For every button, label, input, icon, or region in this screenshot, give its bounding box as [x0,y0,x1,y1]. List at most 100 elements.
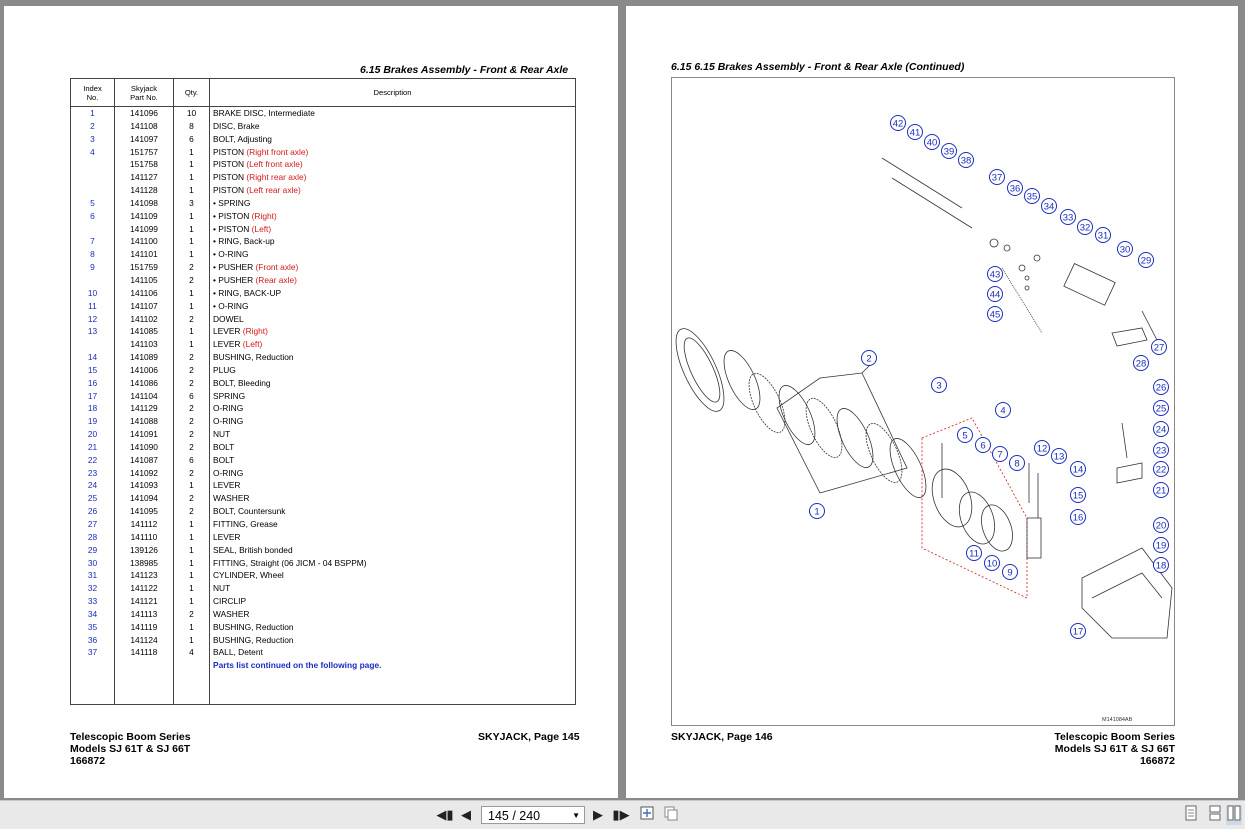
callout-label: 41 [910,127,921,138]
callout-12: 12 [1034,440,1050,456]
page-number-select[interactable]: 145 / 240 ▼ [481,806,585,824]
callout-label: 39 [944,146,955,157]
description-cell: PISTON (Right front axle) [209,145,576,159]
callout-34: 34 [1041,198,1057,214]
continuous-view-icon[interactable] [1207,805,1223,825]
callout-label: 14 [1073,464,1084,475]
callout-label: 22 [1156,464,1167,475]
callout-6: 6 [975,437,991,453]
callout-15: 15 [1070,487,1086,503]
callout-32: 32 [1077,219,1093,235]
two-page-view-icon[interactable] [1226,805,1242,825]
qty-cell: 2 [173,363,210,377]
callout-label: 12 [1037,443,1048,454]
empty-cell [114,659,174,673]
part-number-cell: 151758 [114,158,174,172]
qty-cell: 1 [173,235,210,249]
first-page-icon[interactable]: ◀▮ [436,807,454,822]
index-cell: 15 [70,363,115,377]
empty-cell [70,672,115,706]
right-page: 6.15 6.15 Brakes Assembly - Front & Rear… [626,6,1238,798]
next-page-icon[interactable]: ▶ [593,807,603,822]
description-cell: • RING, BACK-UP [209,286,576,300]
description-cell: NUT [209,582,576,596]
index-cell: 19 [70,415,115,429]
part-number-cell: 141113 [114,607,174,621]
table-row: Parts list continued on the following pa… [70,659,576,673]
callout-5: 5 [957,427,973,443]
qty-cell: 1 [173,325,210,339]
description-cell: • PUSHER (Rear axle) [209,273,576,287]
callout-label: 5 [962,430,967,441]
last-page-icon[interactable]: ▮▶ [612,807,630,822]
callout-label: 42 [893,118,904,129]
index-cell: 36 [70,633,115,647]
qty-cell: 2 [173,492,210,506]
index-cell: 20 [70,428,115,441]
callout-label: 9 [1007,567,1012,578]
part-number-cell: 141119 [114,620,174,634]
chevron-down-icon: ▼ [572,811,580,820]
fit-width-icon[interactable] [662,805,680,825]
empty-cell [209,672,576,706]
callout-14: 14 [1070,461,1086,477]
callout-label: 20 [1156,520,1167,531]
callout-10: 10 [984,555,1000,571]
footer-title-2: Models SJ 61T & SJ 66T [70,743,191,755]
qty-cell: 1 [173,582,210,596]
part-number-cell: 139126 [114,543,174,557]
callout-label: 21 [1156,485,1167,496]
qty-cell: 1 [173,556,210,570]
description-cell: DOWEL [209,312,576,326]
index-cell [70,184,115,197]
callout-label: 38 [961,155,972,166]
qty-cell: 2 [173,273,210,287]
qty-cell: 1 [173,222,210,236]
part-number-cell: 141107 [114,299,174,313]
previous-page-icon[interactable]: ◀ [461,807,471,822]
part-number-cell: 141122 [114,582,174,596]
description-note: (Right rear axle) [244,172,307,183]
description-cell: O-RING [209,402,576,416]
qty-cell: 1 [173,248,210,262]
empty-cell [173,672,210,706]
callout-label: 32 [1080,222,1091,233]
callout-18: 18 [1153,557,1169,573]
description-cell: PISTON (Left rear axle) [209,184,576,197]
index-cell: 10 [70,286,115,300]
footer-title-2: Models SJ 61T & SJ 66T [1054,743,1175,755]
callout-label: 23 [1156,445,1167,456]
part-number-cell: 141101 [114,248,174,262]
description-cell: • PISTON (Left) [209,222,576,236]
part-number-cell: 141112 [114,518,174,531]
single-page-view-icon[interactable] [1183,805,1199,825]
description-note: (Left rear axle) [244,185,301,196]
qty-cell: 1 [173,569,210,583]
description-cell: O-RING [209,466,576,480]
qty-cell: 1 [173,595,210,608]
fit-page-icon[interactable] [638,805,656,825]
description-cell: LEVER [209,530,576,544]
continued-note[interactable]: Parts list continued on the following pa… [209,659,576,673]
part-number-cell: 141085 [114,325,174,339]
part-number-cell: 141096 [114,106,174,120]
callout-label: 28 [1136,358,1147,369]
callout-label: 1 [814,506,819,517]
description-note: (Left front axle) [244,159,303,170]
